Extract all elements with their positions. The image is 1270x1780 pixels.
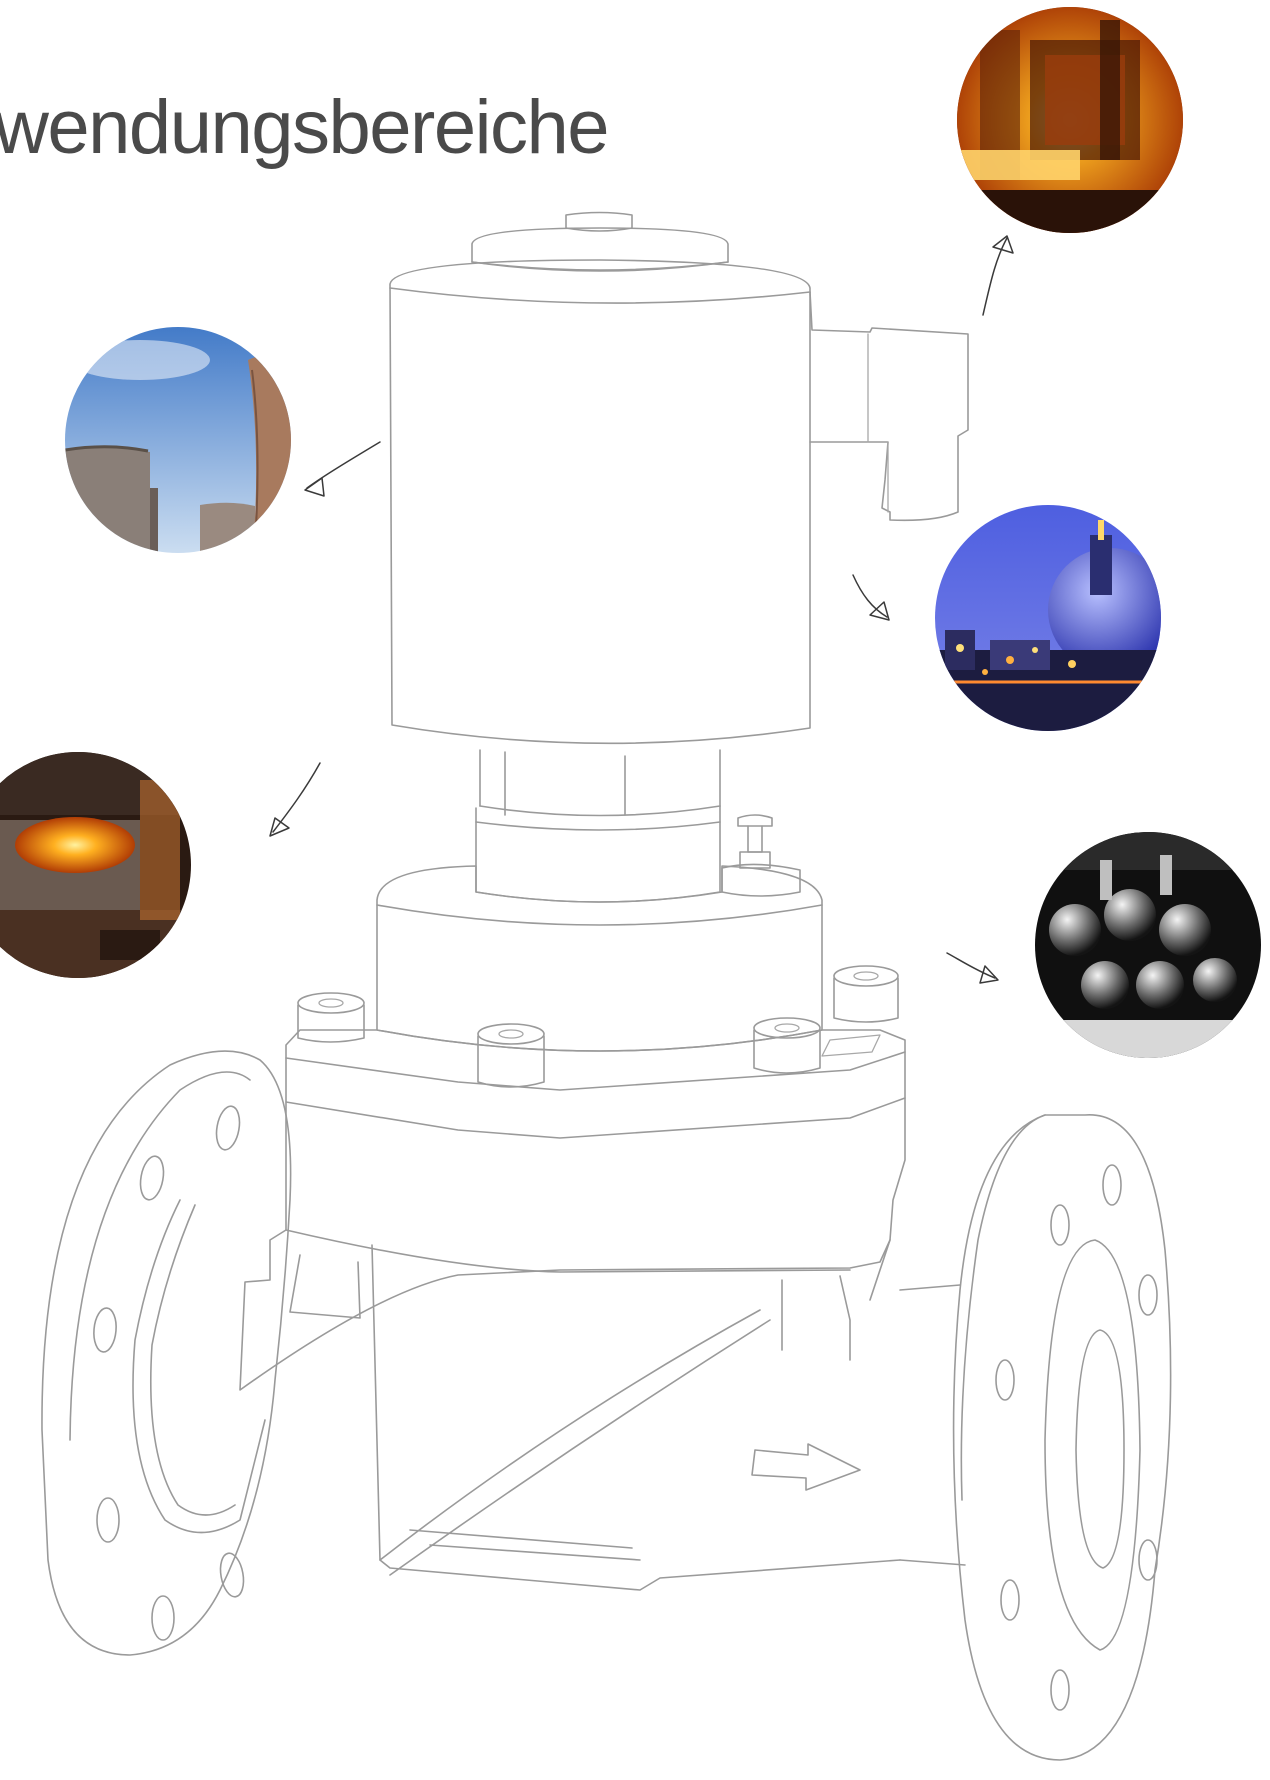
solenoid-valve-drawing: [41, 211, 1172, 1761]
valve-body: [239, 1097, 906, 1591]
bolt-back-right: [833, 965, 899, 1023]
left-flange: [41, 1050, 292, 1656]
right-flange: [952, 1114, 1172, 1761]
coil-housing: [389, 259, 811, 745]
cooling-towers-photo: [65, 327, 291, 553]
valve-top-cap: [471, 211, 729, 272]
arrow-to-cooling-towers: [304, 441, 381, 497]
forge-furnace-photo: [0, 752, 191, 978]
page-title: wendungsbereiche: [0, 85, 610, 170]
arrow-to-forge: [269, 762, 321, 837]
bolt-front-right: [753, 1017, 821, 1074]
arrow-to-steel-mill: [982, 235, 1014, 316]
flow-direction-arrow: [751, 1443, 861, 1491]
cover-plate: [285, 1029, 906, 1139]
bolt-front-left: [297, 992, 365, 1043]
valve-bonnet: [376, 865, 823, 1052]
manual-override-knob: [721, 814, 801, 897]
valve-neck: [475, 749, 721, 903]
electrical-connector: [809, 291, 969, 522]
arrow-to-engine-valves: [946, 952, 999, 984]
steel-mill-photo: [957, 7, 1183, 233]
refinery-photo: [935, 505, 1161, 731]
bolt-front-center: [477, 1023, 545, 1088]
engine-valves-photo: [1035, 832, 1261, 1058]
arrow-to-refinery: [852, 574, 890, 621]
outlet-pipe: [899, 1284, 966, 1566]
